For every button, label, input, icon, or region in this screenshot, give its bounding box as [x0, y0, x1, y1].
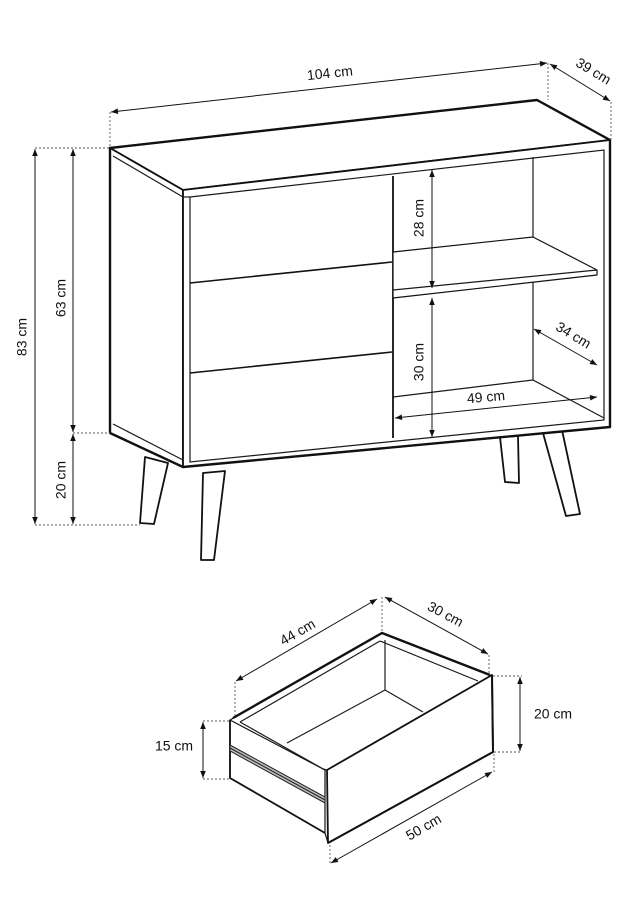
- leg-back-left: [139, 456, 169, 525]
- drawer-front-width-label: 50 cm: [403, 810, 444, 843]
- upper-shelf-height-label: 28 cm: [411, 199, 427, 237]
- body-height-label: 63 cm: [53, 279, 69, 317]
- drawer-front-height-label: 20 cm: [534, 706, 572, 722]
- drawer-seam-1: [189, 261, 393, 284]
- lower-shelf-height-label: 30 cm: [411, 343, 427, 381]
- drawer-side-height-label: 15 cm: [155, 738, 193, 754]
- sideboard-left-side: [109, 147, 184, 468]
- drawer-length-label: 44 cm: [277, 615, 318, 648]
- leg-front-left: [200, 470, 226, 561]
- total-height-label: 83 cm: [14, 318, 30, 356]
- width-label: 104 cm: [306, 62, 353, 83]
- shelf-width-label: 49 cm: [466, 387, 505, 406]
- drawer-seam-2: [189, 351, 393, 374]
- leg-height-label: 20 cm: [53, 461, 69, 499]
- leg-front-right: [542, 429, 581, 517]
- sideboard-drawing: [108, 98, 612, 561]
- leg-back-right: [499, 435, 520, 484]
- drawer-width-label: 30 cm: [425, 598, 466, 630]
- drawer-drawing: [229, 631, 494, 844]
